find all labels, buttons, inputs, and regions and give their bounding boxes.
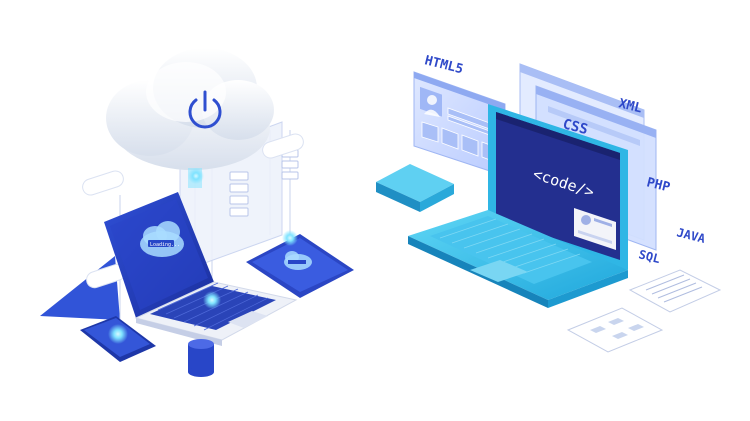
cloud-scene: Loading... bbox=[40, 48, 354, 377]
xml-label: XML bbox=[617, 96, 644, 116]
java-label: JAVA bbox=[675, 225, 707, 246]
server-stack-left bbox=[229, 171, 249, 217]
keyboard-keys-left bbox=[157, 282, 269, 331]
floating-pills bbox=[82, 133, 304, 289]
cloud-icon bbox=[106, 48, 274, 170]
html-label: HTML5 bbox=[423, 53, 465, 77]
database-cylinder bbox=[188, 339, 214, 377]
tablet-device bbox=[246, 230, 354, 298]
screen-cloud-icon: Loading... bbox=[140, 221, 184, 257]
phone-device bbox=[80, 316, 156, 362]
glow-dot bbox=[188, 168, 204, 184]
power-icon bbox=[188, 90, 222, 129]
laptop-screen-text: Loading... bbox=[150, 242, 180, 248]
dev-scene: HTML5 XML CSS PHP JAVA SQL bbox=[376, 53, 722, 353]
ground-shape bbox=[40, 256, 120, 320]
laptop-base-right bbox=[408, 210, 628, 308]
document-sheet bbox=[628, 269, 722, 313]
glow-dot bbox=[203, 291, 221, 309]
trackpad bbox=[470, 260, 528, 282]
keyboard-keys-right bbox=[439, 218, 581, 274]
sql-label: SQL bbox=[637, 247, 661, 266]
cyan-block bbox=[376, 164, 454, 212]
php-label: PHP bbox=[645, 175, 672, 195]
flowchart-sheet bbox=[566, 307, 664, 353]
